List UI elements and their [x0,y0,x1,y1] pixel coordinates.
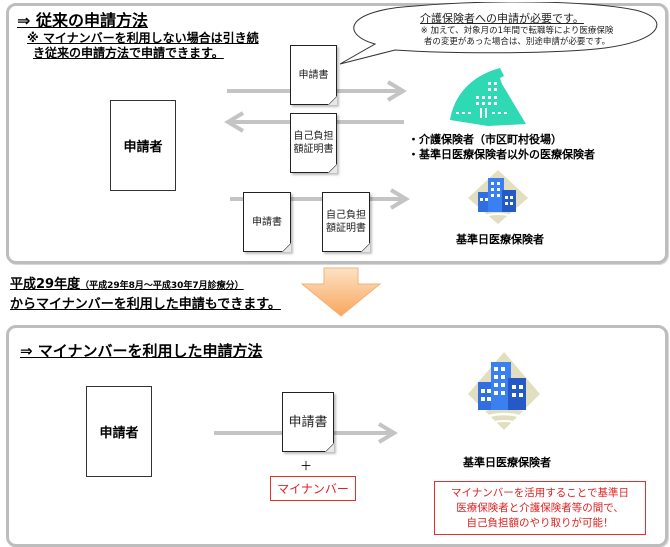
application-document-bottom-label: 申請書 [288,414,328,430]
transition-line1: 平成29年度（平成29年8月～平成30年7月診療分） [10,273,244,292]
applicant-label-bottom: 申請者 [99,426,139,441]
page-fold-icon [328,96,337,105]
bubble-main-text: 介護保険者への申請が必要です。 [420,12,584,25]
application-document: 申請書 [290,45,337,105]
certificate-2-label-line2: 額証明書 [326,223,366,234]
certificate-label-line2: 額証明書 [293,144,334,155]
transition-line2: からマイナンバーを利用した申請もできます。 [10,297,281,312]
certificate-2-label-line1: 自己負担 [326,210,366,221]
base-insurer-label-bottom: 基準日医療保険者 [463,456,551,469]
bubble-sub-line2: 者の変更があった場合は、別途申請が必要です。 [423,37,611,47]
plus-sign: ＋ [300,459,313,473]
insurer-list-item-2: ・基準日医療保険者以外の医療保険者 [408,148,595,161]
page-fold-icon [325,443,334,452]
speech-bubble [339,2,658,65]
applicant-box: 申請者 [110,100,176,191]
application-document-2: 申請書 [243,192,291,252]
certificate-label-line1: 自己負担 [293,131,334,142]
callout-line1: マイナンバーを活用することで基準日 [451,486,629,499]
page-fold-icon [282,243,291,252]
base-insurer-label-top: 基準日医療保険者 [456,233,544,246]
conventional-note-line1: ※ マイナンバーを利用しない場合は引き続 [27,31,259,45]
applicant-box-bottom: 申請者 [86,386,152,477]
conventional-note-line2: き従来の申請方法で申請できます。 [33,46,224,60]
blue-building-icon [468,352,540,430]
page-fold-icon [328,164,337,173]
transition-fiscal-year: 平成29年度 [10,277,81,292]
mynumber-label: マイナンバー [277,482,349,496]
bubble-sub-line1: ※ 加えて、対象月の1年間で転職等により医療保険 [420,26,614,36]
insurer-list-item-1: ・介護保険者（市区町村役場） [408,133,562,146]
applicant-label: 申請者 [123,140,163,155]
certificate-document-2: 自己負担 額証明書 [322,192,370,252]
teal-building-icon [450,68,526,126]
callout-line2: 医療保険者と介護保険者等の間で、 [456,501,624,514]
transition-period: （平成29年8月～平成30年7月診療分） [80,281,244,291]
mynumber-method-title: ⇒ マイナンバーを利用した申請方法 [20,342,263,360]
mynumber-label-box: マイナンバー [270,476,356,501]
page-fold-icon [361,243,370,252]
certificate-document: 自己負担 額証明書 [290,113,337,173]
blue-building-icon [468,170,528,224]
down-arrow-icon [300,267,382,317]
application-document-2-label: 申請書 [252,216,282,228]
conventional-method-title: ⇒ 従来の申請方法 [17,11,148,30]
application-document-bottom: 申請書 [282,392,334,452]
application-document-label: 申請書 [298,69,329,81]
mynumber-benefit-callout: マイナンバーを活用することで基準日 医療保険者と介護保険者等の間で、 自己負担額… [434,481,646,535]
callout-line3: 自己負担額のやり取りが可能！ [466,516,614,529]
